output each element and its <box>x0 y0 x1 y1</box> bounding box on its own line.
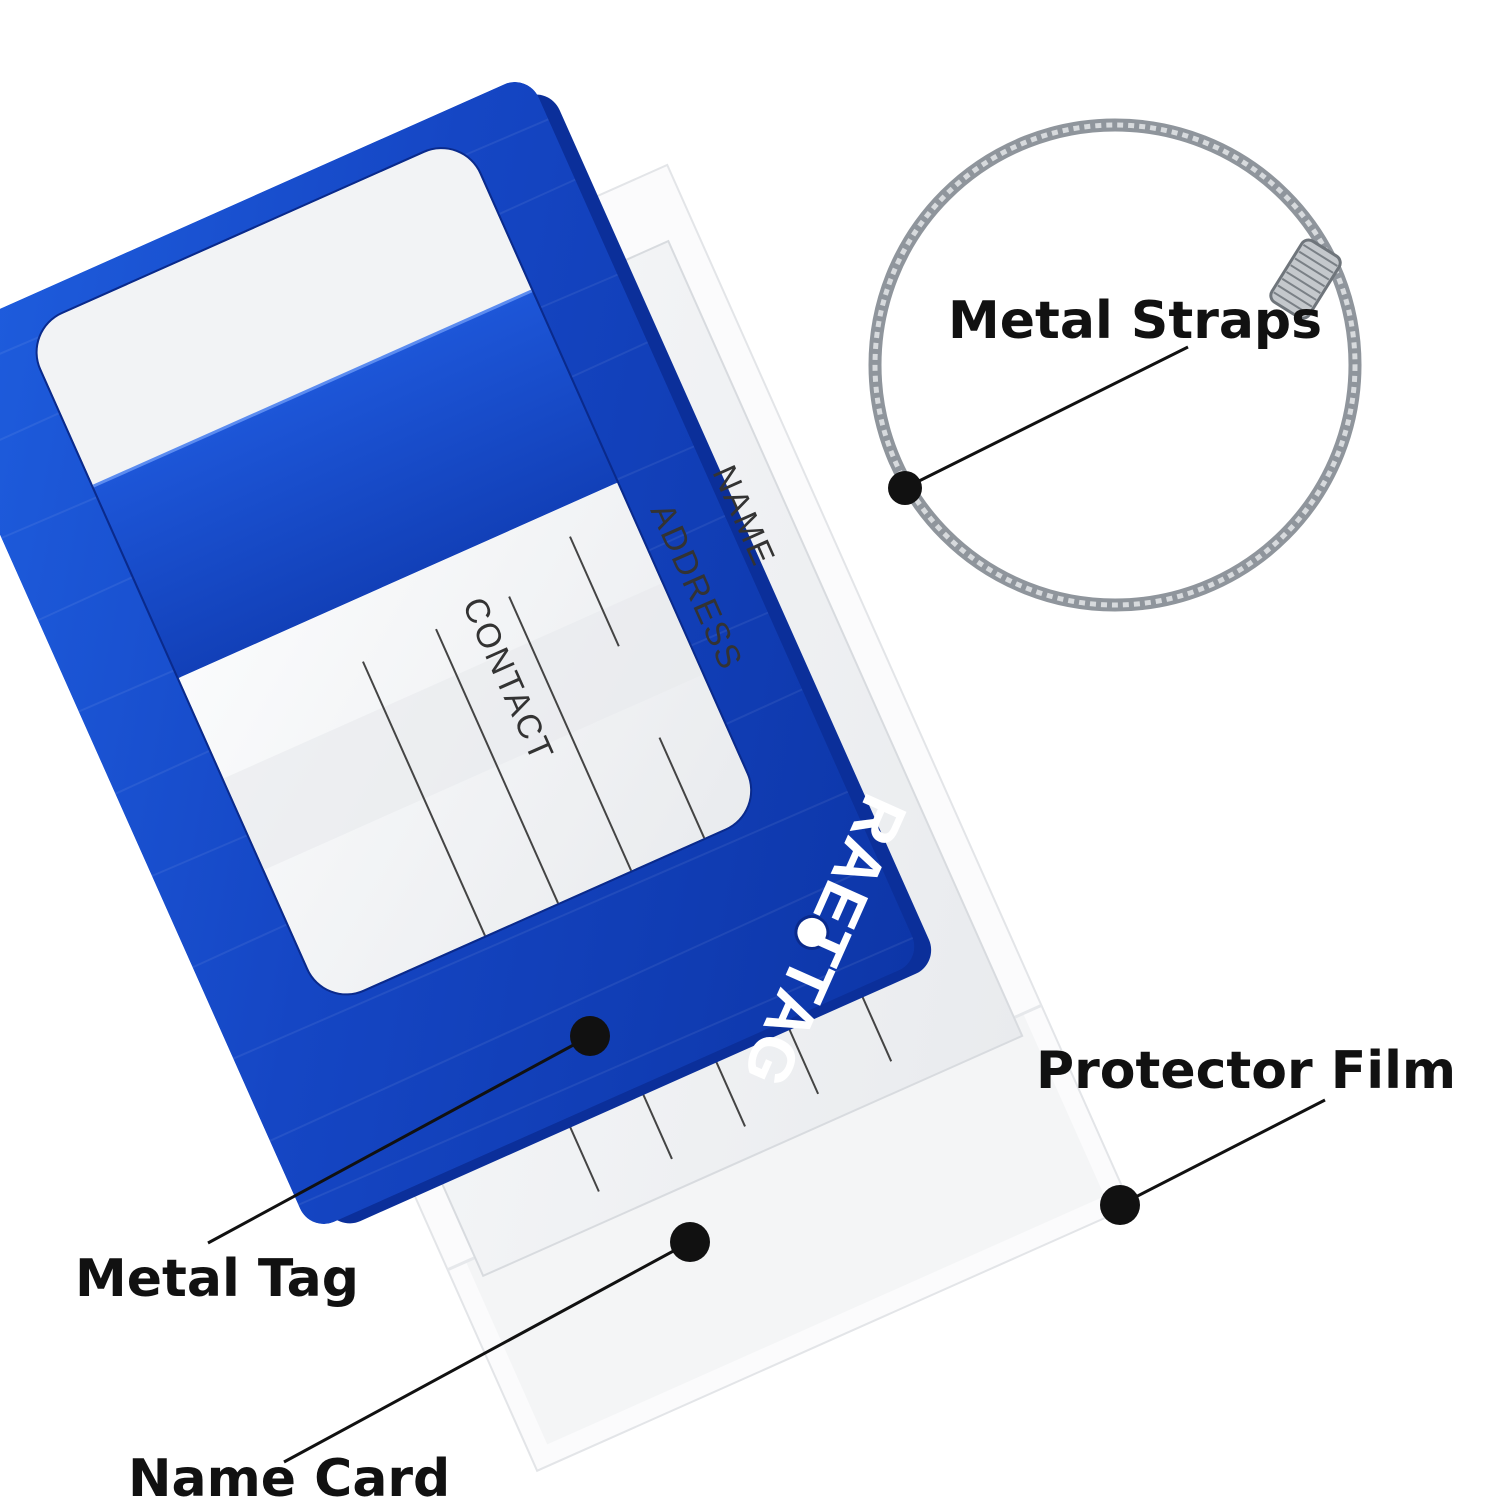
callout-protector-film: Protector Film <box>1036 1041 1456 1225</box>
label-protector-film: Protector Film <box>1036 1041 1456 1101</box>
label-metal-tag: Metal Tag <box>75 1249 359 1309</box>
callout-metal-straps: Metal Straps <box>888 291 1322 505</box>
label-name-card: Name Card <box>128 1449 450 1500</box>
strap-connector <box>1269 238 1342 320</box>
callout-name-card: Name Card <box>128 1222 710 1505</box>
metal-tag <box>0 81 932 1224</box>
label-metal-straps: Metal Straps <box>948 291 1322 351</box>
metal-strap <box>868 118 1362 612</box>
callout-metal-tag: Metal Tag <box>75 1016 610 1309</box>
